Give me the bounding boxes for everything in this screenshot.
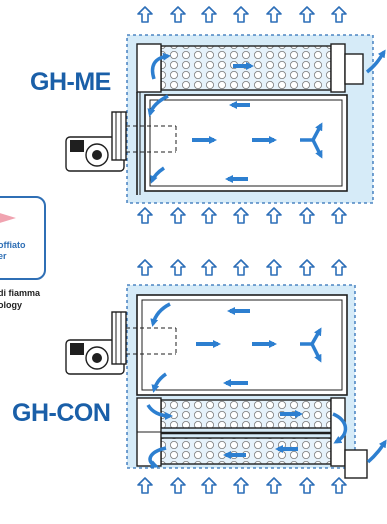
- flow-arrow-icon: [150, 302, 171, 327]
- up-outline-arrow-icon: [233, 6, 249, 23]
- flow-arrow-icon: [150, 166, 165, 184]
- up-outline-arrow-icon: [266, 207, 282, 224]
- side-card: offiato er: [0, 196, 46, 280]
- up-outline-arrow-icon: [233, 207, 249, 224]
- up-outline-arrow-icon: [299, 6, 315, 23]
- exhaust-flue-icon: [344, 53, 364, 85]
- up-outline-arrow-icon: [170, 207, 186, 224]
- flow-arrow-icon: [150, 52, 171, 80]
- up-outline-arrow-icon: [299, 259, 315, 276]
- flow-arrow-icon: [148, 446, 167, 468]
- flow-arrows-top: [147, 49, 386, 184]
- up-outline-arrow-icon: [137, 259, 153, 276]
- up-outline-arrow-icon: [331, 207, 347, 224]
- intake-arrows-mid: [137, 259, 347, 276]
- up-outline-arrow-icon: [331, 477, 347, 494]
- intake-arrows-top: [137, 6, 347, 23]
- up-outline-arrow-icon: [266, 259, 282, 276]
- up-outline-arrow-icon: [170, 477, 186, 494]
- up-outline-arrow-icon: [170, 259, 186, 276]
- burner-icon: [65, 311, 177, 375]
- flow-arrow-icon: [147, 94, 169, 117]
- up-outline-arrow-icon: [201, 259, 217, 276]
- exhaust-flue-icon: [344, 449, 368, 479]
- up-outline-arrow-icon: [299, 477, 315, 494]
- side-caption-line-1: di fiamma: [0, 288, 41, 298]
- up-outline-arrow-icon: [201, 477, 217, 494]
- up-outline-arrow-icon: [299, 207, 315, 224]
- up-outline-arrow-icon: [233, 259, 249, 276]
- flow-arrow-icon: [366, 439, 387, 464]
- intake-arrows-under-bottom: [137, 477, 347, 494]
- heater-unit-gh-con: [65, 259, 387, 494]
- flow-arrow-icon: [146, 404, 173, 420]
- heater-unit-gh-me: [65, 6, 386, 224]
- up-outline-arrow-icon: [331, 6, 347, 23]
- flow-arrow-icon: [310, 343, 322, 363]
- flow-arrow-icon: [332, 412, 348, 444]
- tube-bundle-icon: [160, 399, 332, 429]
- flow-arrow-icon: [311, 139, 323, 159]
- side-caption: di fiamma ology: [0, 287, 40, 311]
- up-outline-arrow-icon: [233, 477, 249, 494]
- side-caption-line-2: ology: [0, 300, 22, 310]
- up-outline-arrow-icon: [170, 6, 186, 23]
- side-card-line-1: offiato: [0, 240, 26, 250]
- up-outline-arrow-icon: [137, 207, 153, 224]
- combustion-chamber-top: [144, 94, 348, 192]
- side-card-line-2: er: [0, 251, 7, 261]
- flow-arrow-icon: [151, 372, 168, 393]
- up-outline-arrow-icon: [137, 6, 153, 23]
- tube-bundle-icon: [160, 437, 332, 465]
- card-wedge-icon: [0, 210, 16, 226]
- model-title-gh-me: GH-ME: [30, 68, 111, 96]
- up-outline-arrow-icon: [137, 477, 153, 494]
- burner-icon: [65, 111, 177, 172]
- up-outline-arrow-icon: [266, 477, 282, 494]
- up-outline-arrow-icon: [201, 207, 217, 224]
- model-title-gh-con: GH-CON: [12, 399, 111, 427]
- up-outline-arrow-icon: [201, 6, 217, 23]
- side-card-text: offiato er: [0, 240, 26, 262]
- flow-arrow-icon: [365, 49, 386, 74]
- intake-arrows-under-top: [137, 207, 347, 224]
- flow-arrows-bottom: [146, 302, 387, 468]
- up-outline-arrow-icon: [266, 6, 282, 23]
- up-outline-arrow-icon: [331, 259, 347, 276]
